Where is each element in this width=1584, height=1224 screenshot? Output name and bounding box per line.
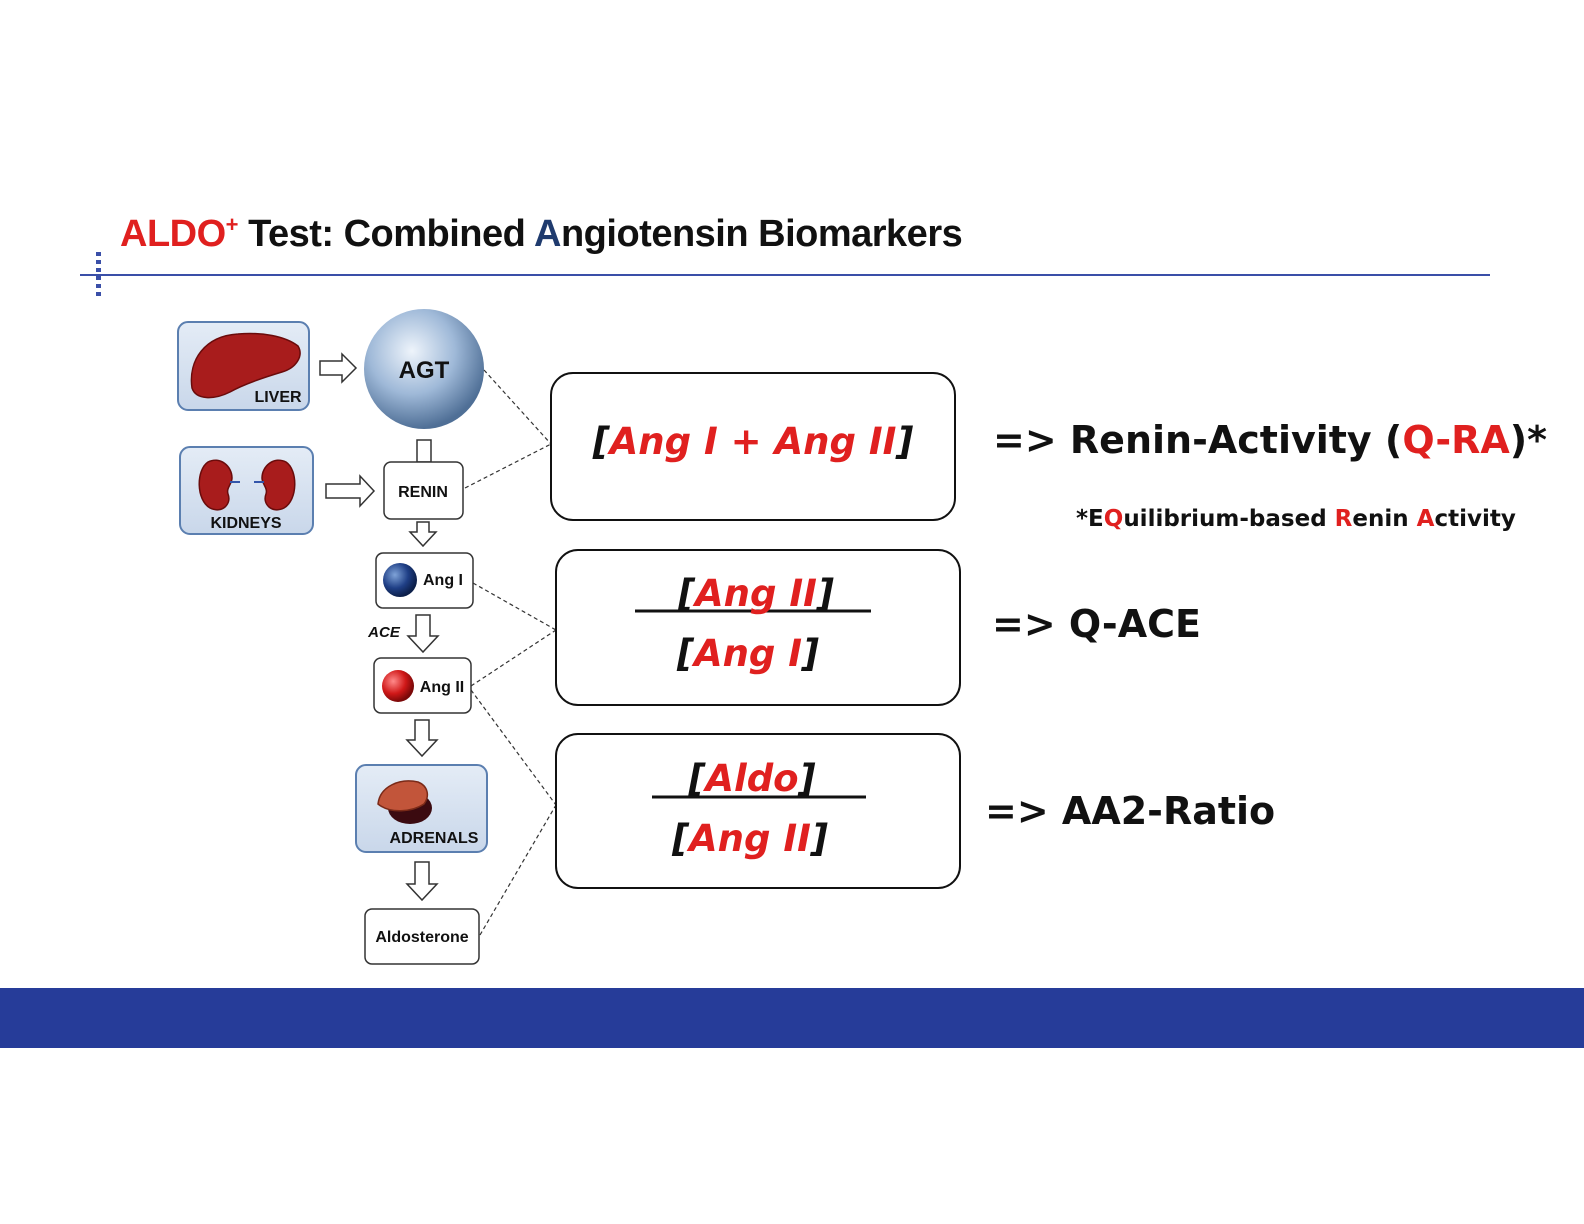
arrow-ang2-adrenals [405,719,439,758]
formula-2-denominator: [Ang I] [677,632,819,675]
arrow-adrenals-aldosterone [405,861,439,902]
title-part2: ngiotensin Biomarkers [560,213,963,255]
arrow-ang1-ang2 [406,614,440,654]
adrenals-label: ADRENALS [390,830,479,847]
slide-title: ALDO+ Test: Combined Angiotensin Biomark… [120,212,963,256]
liver-icon [190,332,301,399]
formula-3-numerator: [Aldo] [688,757,816,800]
ang2-box: Ang II [373,657,472,714]
agt-sphere: AGT [364,309,484,429]
renin-label: RENIN [398,484,448,501]
formula-box-2 [555,549,961,706]
arrow-kidneys-renin [325,474,376,508]
arrow-agt-renin [416,439,432,463]
ang1-label: Ang I [423,572,463,589]
kidneys-label: KIDNEYS [210,515,281,532]
ang1-box: Ang I [375,552,474,609]
liver-label: LIVER [254,389,302,406]
agt-label: AGT [399,357,450,384]
aldosterone-box: Aldosterone [364,908,480,965]
result-q-ace: => Q-ACE [992,602,1201,646]
dashed-connectors [464,369,557,936]
arrow-liver-agt [319,352,358,384]
kidneys-panel: KIDNEYS [179,446,314,535]
formula-box-1 [550,372,956,521]
ace-label: ACE [367,624,401,641]
aldosterone-label: Aldosterone [375,929,468,946]
ang2-ball-icon [382,670,414,702]
adrenals-panel: ADRENALS [355,764,488,853]
arrow-renin-ang1 [408,521,438,548]
title-plus: + [225,212,239,237]
formula-2-numerator: [Ang II] [678,572,834,615]
kidney-right-icon [261,459,296,511]
title-part1: Test: Combined [238,213,535,255]
formula-1-content: Ang I + Ang II [609,420,897,463]
kidney-left-icon [198,459,233,511]
formula-box-3 [555,733,961,889]
ang1-ball-icon [383,563,417,597]
renin-box: RENIN [383,461,464,520]
result-aa2-ratio: => AA2-Ratio [985,789,1276,833]
ang2-label: Ang II [420,679,464,696]
footer-band [0,988,1584,1048]
formula-3-denominator: [Ang II] [672,817,828,860]
formula-1: [Ang I + Ang II] [592,420,914,463]
footnote-equilibrium: *EQuilibrium-based Renin Activity [1076,506,1516,532]
liver-panel: LIVER [177,321,310,411]
result-renin-activity: => Renin-Activity (Q-RA)* [993,418,1548,462]
title-rule [80,274,1490,276]
title-aldo: ALDO [120,213,226,255]
title-a: A [534,213,561,255]
result-q-ra: Q-RA [1402,418,1510,462]
